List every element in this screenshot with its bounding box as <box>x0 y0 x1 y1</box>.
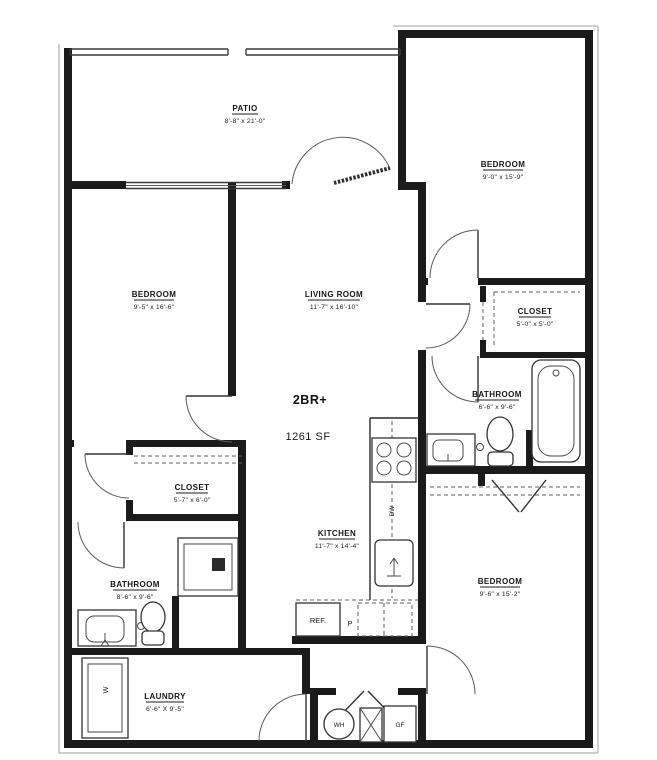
living-room-dims: 11'-7" x 16'-10" <box>310 304 359 311</box>
stove <box>371 437 417 483</box>
unit-type-label: 2BR+ <box>293 393 327 407</box>
closet-shelves <box>134 291 580 496</box>
kitchen-dims: 11'-7" x 14'-4" <box>315 543 360 550</box>
pantry-shelves <box>357 602 413 637</box>
bedroom-top-right-label: BEDROOM <box>481 160 526 169</box>
patio-rail-and-windows <box>69 48 401 190</box>
bathroom-right-fixtures <box>426 359 581 467</box>
expansion-tank <box>359 707 383 743</box>
scan-edges <box>58 25 599 754</box>
bedroom-left-label: BEDROOM <box>132 290 177 299</box>
laundry-door <box>258 693 307 742</box>
doors <box>77 136 547 742</box>
washer-label: W <box>101 686 110 694</box>
patio-door <box>291 136 391 185</box>
bathroom-right-door <box>431 355 479 403</box>
laundry-fixtures: W <box>81 657 129 739</box>
living-room-label: LIVING ROOM <box>305 290 363 299</box>
room-labels: PATIO 8'-8" x 21'-0" BEDROOM 9'-0" x 15'… <box>110 104 554 713</box>
washer: W <box>81 657 129 739</box>
bedroom-bottom-right-door <box>426 645 476 695</box>
shower <box>177 537 239 597</box>
unit-area-label: 1261 SF <box>285 431 330 443</box>
water-heater-label: WH <box>334 722 345 729</box>
bathroom-left-door <box>77 521 125 569</box>
patio-dims: 8'-8" x 21'-0" <box>225 118 266 125</box>
closet-left-dims: 5'-7" x 6'-0" <box>174 497 211 504</box>
furnace-label: GF <box>395 722 404 729</box>
kitchen-sink <box>374 539 414 587</box>
closet-left-label: CLOSET <box>175 483 210 492</box>
bathroom-left-label: BATHROOM <box>110 580 160 589</box>
bedroom-top-right-dims: 9'-0" x 15'-9" <box>483 174 524 181</box>
pantry-label: P <box>347 619 352 628</box>
faucet-knob <box>476 443 484 451</box>
bedroom-bottom-right-label: BEDROOM <box>478 577 523 586</box>
bedroom-left-door <box>185 395 233 443</box>
mechanical-fixtures: WH GF <box>323 705 417 743</box>
bathroom-left-dims: 8'-6" x 9'-6" <box>117 594 154 601</box>
laundry-dims: 6'-6" X 9'-5" <box>146 706 184 713</box>
water-heater: WH <box>323 708 355 740</box>
bathroom-right-label: BATHROOM <box>472 390 522 399</box>
laundry-label: LAUNDRY <box>144 692 186 701</box>
refrigerator-label: REF. <box>310 616 326 625</box>
kitchen-label: KITCHEN <box>318 529 356 538</box>
bedroom-left-dims: 9'-5" x 16'-6" <box>134 304 175 311</box>
vanity-sink <box>426 433 484 467</box>
toilet <box>140 601 166 646</box>
shower-drain <box>212 558 225 571</box>
living-room-door <box>425 303 471 349</box>
vanity-sink <box>77 609 145 647</box>
bedroom-top-right-door <box>429 229 479 279</box>
bedroom-closet-double-doors <box>491 479 547 513</box>
bedroom-bottom-right-dims: 9'-6" x 15'-2" <box>480 591 521 598</box>
bathtub <box>531 359 581 463</box>
patio-label: PATIO <box>232 104 257 113</box>
bathroom-right-dims: 6'-6" x 9'-6" <box>479 404 516 411</box>
walls <box>64 30 593 748</box>
dishwasher-label: DW <box>389 505 396 517</box>
closet-right-dims: 5'-0" x 5'-0" <box>517 321 554 328</box>
toilet <box>486 416 514 467</box>
kitchen-fixtures: REF. P DW <box>295 417 418 637</box>
closet-right-label: CLOSET <box>518 307 553 316</box>
closet-left-door <box>84 453 130 499</box>
refrigerator: REF. <box>295 602 341 637</box>
furnace: GF <box>383 705 417 743</box>
bathroom-left-fixtures <box>77 537 239 647</box>
